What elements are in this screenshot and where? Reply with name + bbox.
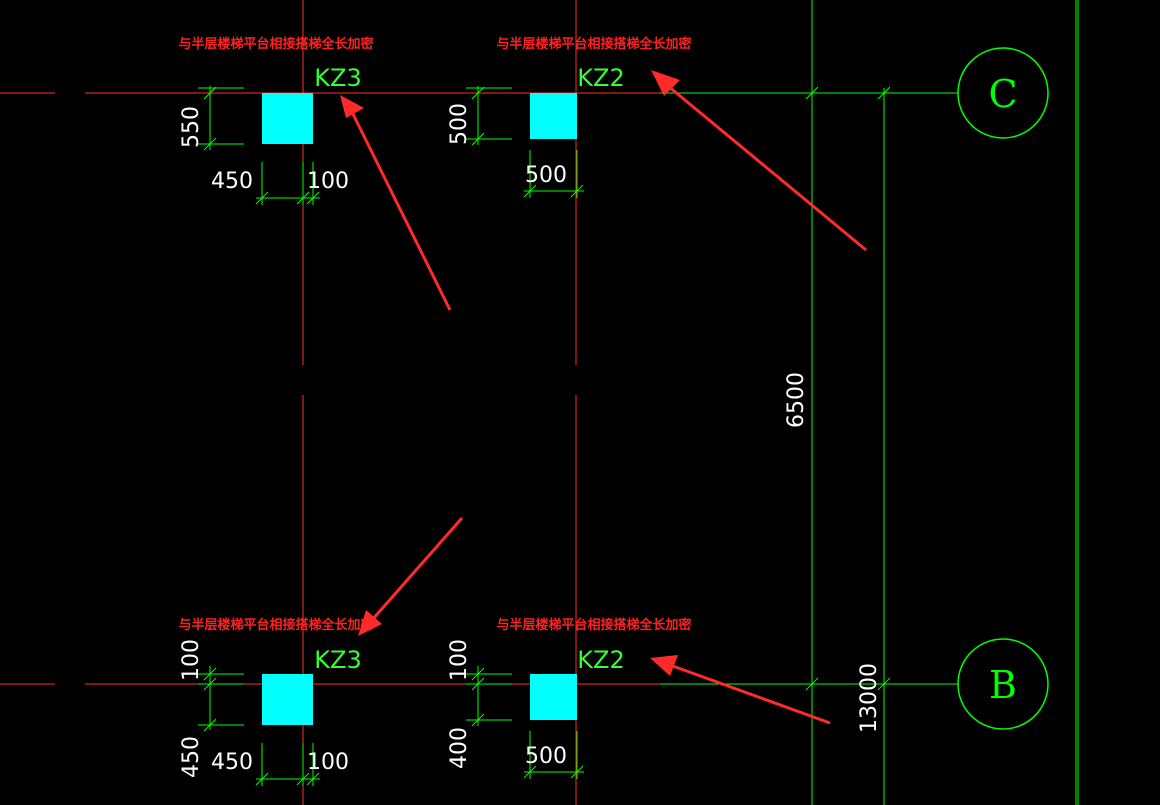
annotation-note: 与半层楼梯平台相接搭梯全长加密 (178, 36, 373, 52)
bay-dimension-text: 6500 (784, 372, 809, 428)
dim-height: 550 (179, 106, 204, 148)
tick (877, 86, 891, 100)
dim-bottom: 400 (447, 727, 472, 769)
overall-dimension-lines (660, 0, 1079, 805)
annotation-note: 与半层楼梯平台相接搭梯全长加密 (178, 617, 373, 633)
arrow-to-kz3-top (340, 95, 452, 311)
arrow-to-kz2-top (651, 70, 867, 252)
column-tag: KZ3 (314, 646, 361, 674)
column-top-left[interactable]: 与半层楼梯平台相接搭梯全长加密 KZ3 550 450 100 (178, 36, 374, 205)
arrow-to-kz3-bottom (358, 517, 464, 636)
annotation-note: 与半层楼梯平台相接搭梯全长加密 (496, 36, 691, 52)
column-section (262, 93, 313, 144)
column-tag: KZ3 (314, 64, 361, 92)
dim-height: 500 (447, 103, 472, 145)
column-bottom-left[interactable]: 与半层楼梯平台相接搭梯全长加密 KZ3 100 450 450 100 (178, 617, 374, 786)
dim-width: 500 (525, 744, 567, 769)
tick (877, 677, 891, 691)
column-section (530, 93, 577, 139)
axis-label-c: C (988, 72, 1017, 116)
annotation-note: 与半层楼梯平台相接搭梯全长加密 (496, 617, 691, 633)
tick (805, 86, 819, 100)
dim-width: 500 (525, 163, 567, 188)
dim-top: 100 (179, 639, 204, 681)
column-section (530, 674, 577, 720)
markup-arrows (340, 70, 867, 725)
column-top-right[interactable]: 与半层楼梯平台相接搭梯全长加密 KZ2 500 500 (447, 36, 692, 198)
tick (805, 677, 819, 691)
dim-left: 450 (211, 750, 253, 775)
column-tag: KZ2 (577, 64, 624, 92)
total-dimension-text: 13000 (857, 663, 882, 733)
grid-lines (0, 0, 700, 805)
dim-bottom: 450 (179, 736, 204, 778)
arrow-to-kz2-bottom (650, 655, 831, 725)
dim-right: 100 (307, 750, 349, 775)
column-section (262, 674, 313, 725)
column-tag: KZ2 (577, 646, 624, 674)
dim-right: 100 (307, 169, 349, 194)
dim-left: 450 (211, 169, 253, 194)
axis-label-b: B (989, 663, 1017, 707)
column-bottom-right[interactable]: 与半层楼梯平台相接搭梯全长加密 KZ2 100 400 500 (447, 617, 692, 779)
dim-top: 100 (447, 639, 472, 681)
axis-bubble-c[interactable]: C (957, 47, 1049, 139)
axis-bubble-b[interactable]: B (957, 638, 1049, 730)
